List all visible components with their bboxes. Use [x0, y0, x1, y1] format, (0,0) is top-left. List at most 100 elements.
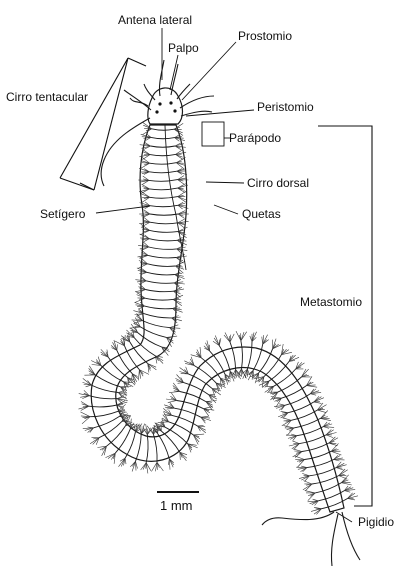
- chaeta: [80, 411, 91, 417]
- chaeta: [262, 339, 269, 345]
- chaeta: [140, 191, 150, 198]
- chaeta: [298, 475, 310, 479]
- chaeta: [224, 332, 231, 343]
- chaeta: [127, 377, 136, 386]
- label-cirro-tentacular: Cirro tentacular: [6, 90, 88, 104]
- chaeta: [292, 451, 303, 458]
- chaeta: [140, 423, 145, 434]
- chaeta: [172, 299, 182, 304]
- chaeta: [175, 257, 184, 264]
- chaeta: [172, 294, 184, 300]
- chaeta: [200, 416, 212, 421]
- chaeta: [116, 344, 118, 351]
- chaeta: [261, 376, 265, 388]
- chaeta: [143, 141, 151, 147]
- chaeta: [177, 205, 183, 210]
- chaeta: [85, 384, 92, 388]
- tentacular-cirrus: [129, 97, 149, 107]
- chaeta: [175, 265, 184, 274]
- chaeta: [139, 305, 145, 309]
- chaeta: [139, 369, 144, 377]
- label-palpo: Palpo: [168, 41, 199, 55]
- chaeta: [163, 408, 172, 416]
- chaeta: [117, 398, 128, 401]
- chaeta: [140, 213, 151, 217]
- chaeta: [336, 467, 344, 471]
- chaeta: [347, 498, 356, 501]
- segment-ring: [161, 430, 181, 453]
- chaeta: [132, 330, 135, 338]
- chaeta: [208, 394, 217, 404]
- chaeta: [177, 187, 186, 194]
- chaeta: [99, 445, 107, 451]
- chaeta: [229, 334, 232, 343]
- chaeta: [169, 327, 181, 329]
- chaeta: [142, 128, 152, 135]
- chaeta: [203, 408, 210, 417]
- chaeta: [97, 356, 102, 366]
- chaeta: [313, 401, 322, 404]
- chaeta: [133, 320, 141, 328]
- chaeta: [251, 337, 257, 342]
- chaeta: [288, 427, 295, 432]
- segment-ring: [299, 434, 327, 445]
- chaeta: [224, 374, 230, 383]
- segment-ring: [318, 490, 345, 502]
- chaeta: [328, 441, 335, 444]
- chaeta: [142, 241, 150, 248]
- chaeta: [177, 179, 184, 182]
- chaeta: [137, 308, 144, 314]
- segment-ring: [148, 246, 177, 250]
- chaeta: [288, 443, 300, 447]
- chaeta: [301, 465, 307, 468]
- chaeta: [267, 386, 274, 394]
- chaeta: [120, 339, 125, 346]
- chaeta: [89, 365, 96, 376]
- chaeta: [333, 457, 343, 460]
- chaeta: [287, 435, 297, 439]
- chaeta: [177, 240, 187, 242]
- chaeta: [173, 382, 181, 392]
- chaeta: [141, 145, 151, 149]
- chaeta: [301, 368, 309, 378]
- chaeta: [323, 423, 333, 427]
- chaeta: [81, 416, 91, 425]
- chaeta: [80, 405, 90, 411]
- chaeta: [129, 423, 138, 430]
- chaeta: [176, 170, 188, 176]
- chaeta: [136, 294, 146, 299]
- segment-ring: [93, 416, 120, 429]
- chaeta: [175, 378, 184, 383]
- chaeta: [262, 335, 264, 345]
- chaeta: [208, 394, 212, 401]
- segment-ring: [321, 498, 348, 510]
- chaeta: [179, 452, 187, 461]
- chaeta: [258, 380, 270, 386]
- chaeta: [176, 160, 182, 163]
- chaeta: [281, 348, 284, 355]
- chaeta: [328, 437, 339, 444]
- chaeta: [147, 427, 154, 435]
- chaeta: [161, 346, 169, 356]
- segment-ring: [142, 320, 170, 329]
- scale-bar: 1 mm: [157, 491, 199, 513]
- segment-ring: [281, 385, 307, 399]
- chaeta: [121, 414, 129, 422]
- prostomium-shape: [147, 87, 184, 125]
- chaeta: [169, 402, 175, 409]
- chaeta: [87, 427, 94, 433]
- chaeta: [177, 205, 189, 209]
- segment-ring: [306, 459, 334, 469]
- chaeta: [262, 334, 268, 345]
- segment-ring: [149, 153, 176, 157]
- chaeta: [145, 462, 152, 471]
- chaeta: [154, 422, 162, 432]
- chaeta: [280, 411, 289, 413]
- chaeta: [169, 324, 179, 328]
- chaeta: [124, 458, 127, 465]
- chaeta: [123, 381, 134, 387]
- chaeta: [174, 126, 180, 130]
- segment-ring: [147, 254, 177, 259]
- chaeta: [172, 305, 179, 309]
- chaeta: [235, 330, 242, 341]
